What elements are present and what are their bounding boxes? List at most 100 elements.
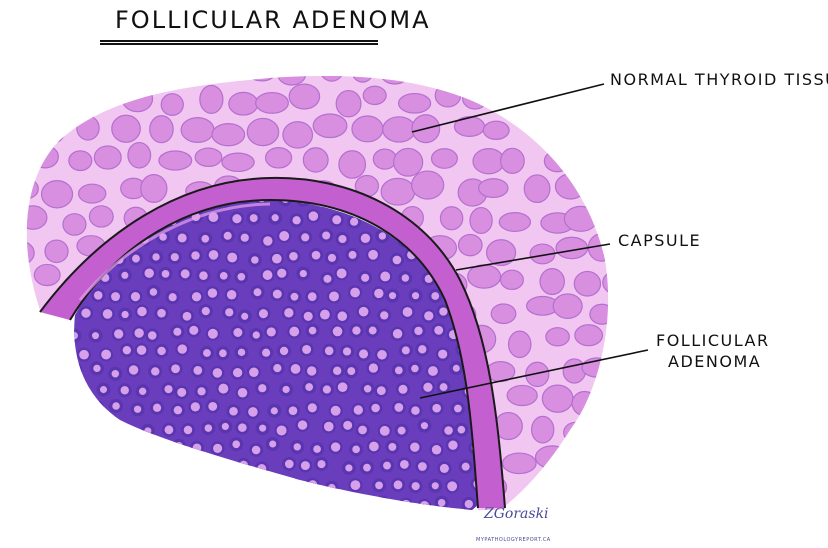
adenoma-follicle-lumen xyxy=(101,465,109,473)
adenoma-follicle-lumen xyxy=(289,406,298,415)
adenoma-follicle-lumen xyxy=(398,427,406,435)
adenoma-follicle-lumen xyxy=(165,425,174,434)
adenoma-follicle-lumen xyxy=(298,420,307,429)
normal-follicle xyxy=(215,473,243,499)
normal-follicle xyxy=(479,179,508,198)
adenoma-follicle-lumen xyxy=(434,326,443,335)
adenoma-follicle-rim xyxy=(114,424,128,438)
adenoma-follicle-lumen xyxy=(121,386,129,394)
adenoma-follicle-lumen xyxy=(233,328,242,337)
normal-follicle xyxy=(604,89,630,116)
adenoma-follicle-lumen xyxy=(389,292,396,299)
adenoma-follicle-rim xyxy=(342,498,356,512)
normal-follicle xyxy=(132,444,165,470)
normal-follicle xyxy=(313,114,347,138)
adenoma-follicle-lumen xyxy=(272,214,279,221)
adenoma-follicle-lumen xyxy=(250,214,258,222)
adenoma-follicle-lumen xyxy=(218,384,228,394)
adenoma-follicle-lumen xyxy=(113,482,121,490)
normal-follicle xyxy=(544,150,570,171)
adenoma-follicle-lumen xyxy=(364,385,371,392)
adenoma-follicle-rim xyxy=(158,462,172,476)
normal-follicle xyxy=(82,56,107,82)
adenoma-follicle-rim xyxy=(317,497,331,511)
normal-follicle xyxy=(79,184,106,203)
adenoma-follicle-lumen xyxy=(350,218,358,226)
adenoma-follicle-lumen xyxy=(292,216,300,224)
adenoma-follicle-lumen xyxy=(134,328,143,337)
adenoma-follicle-lumen xyxy=(175,442,183,450)
normal-follicle xyxy=(373,149,396,169)
adenoma-follicle-lumen xyxy=(280,347,288,355)
normal-follicle xyxy=(614,332,637,353)
adenoma-follicle-lumen xyxy=(323,275,331,283)
normal-follicle xyxy=(528,479,557,504)
adenoma-follicle-lumen xyxy=(199,271,208,280)
adenoma-follicle-rim xyxy=(242,500,256,514)
adenoma-follicle-lumen xyxy=(304,312,313,321)
normal-follicle xyxy=(5,241,34,265)
adenoma-follicle-lumen xyxy=(177,388,186,397)
adenoma-follicle-lumen xyxy=(238,388,248,398)
adenoma-follicle-lumen xyxy=(208,288,217,297)
adenoma-follicle-lumen xyxy=(157,309,166,318)
adenoma-follicle-lumen xyxy=(151,367,159,375)
adenoma-follicle-rim xyxy=(67,329,81,343)
adenoma-follicle-rim xyxy=(121,461,135,475)
adenoma-follicle-lumen xyxy=(202,307,210,315)
adenoma-follicle-lumen xyxy=(343,347,351,355)
adenoma-follicle-lumen xyxy=(257,464,266,473)
adenoma-follicle-lumen xyxy=(401,500,411,510)
normal-follicle xyxy=(212,124,245,146)
adenoma-follicle-lumen xyxy=(258,384,266,392)
normal-follicle xyxy=(112,115,140,142)
adenoma-follicle-lumen xyxy=(462,463,470,471)
adenoma-follicle-lumen xyxy=(262,349,270,357)
adenoma-follicle-lumen xyxy=(71,332,78,339)
adenoma-follicle-lumen xyxy=(58,502,67,511)
normal-follicle xyxy=(509,331,531,357)
adenoma-follicle-lumen xyxy=(81,501,90,510)
adenoma-follicle-lumen xyxy=(132,480,142,490)
adenoma-follicle-lumen xyxy=(337,268,347,278)
adenoma-follicle-rim xyxy=(251,476,265,490)
normal-follicle xyxy=(34,264,60,285)
normal-follicle xyxy=(19,412,41,439)
normal-follicle xyxy=(336,91,361,117)
normal-follicle xyxy=(303,148,328,172)
normal-follicle xyxy=(159,151,192,170)
adenoma-follicle-lumen xyxy=(57,464,65,472)
adenoma-follicle-lumen xyxy=(325,347,334,356)
adenoma-follicle-lumen xyxy=(329,291,339,301)
adenoma-follicle-lumen xyxy=(428,366,438,376)
adenoma-follicle-lumen xyxy=(100,386,107,393)
adenoma-follicle-lumen xyxy=(137,345,146,354)
adenoma-follicle-lumen xyxy=(200,500,210,510)
adenoma-follicle-lumen xyxy=(249,367,258,376)
normal-follicle xyxy=(458,235,482,256)
normal-follicle xyxy=(412,171,444,199)
adenoma-follicle-lumen xyxy=(245,503,252,510)
normal-follicle xyxy=(181,473,212,500)
normal-follicle xyxy=(15,179,38,198)
adenoma-follicle-rim xyxy=(225,479,239,493)
adenoma-follicle-lumen xyxy=(322,231,330,239)
adenoma-follicle-lumen xyxy=(162,270,170,278)
adenoma-follicle-lumen xyxy=(263,270,273,280)
adenoma-follicle-lumen xyxy=(183,312,192,321)
adenoma-follicle-lumen xyxy=(71,365,79,373)
adenoma-follicle-lumen xyxy=(69,482,79,492)
adenoma-follicle-lumen xyxy=(432,482,439,489)
adenoma-follicle-lumen xyxy=(80,389,88,397)
adenoma-follicle-lumen xyxy=(213,368,222,377)
normal-follicle xyxy=(507,385,537,405)
adenoma-follicle-rim xyxy=(55,384,69,398)
adenoma-follicle-lumen xyxy=(308,292,317,301)
adenoma-follicle-lumen xyxy=(81,309,90,318)
adenoma-follicle-lumen xyxy=(333,367,341,375)
normal-follicle xyxy=(266,148,292,168)
normal-follicle xyxy=(419,57,450,82)
adenoma-follicle-lumen xyxy=(254,479,261,486)
adenoma-follicle-lumen xyxy=(150,288,157,295)
normal-follicle xyxy=(499,213,530,232)
